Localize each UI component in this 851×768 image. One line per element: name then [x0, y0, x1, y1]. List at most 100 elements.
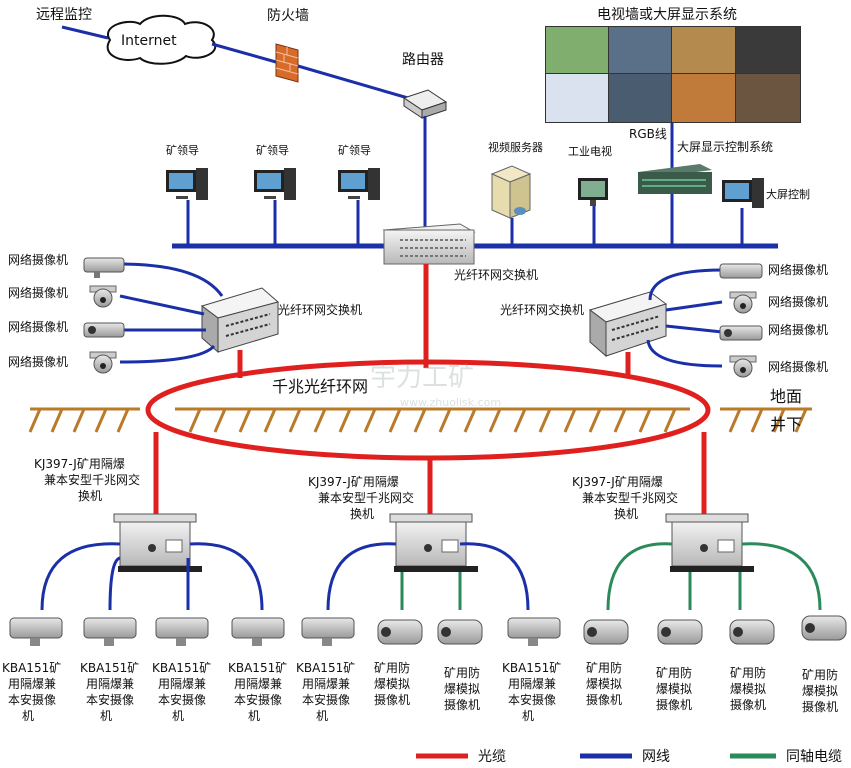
leader-label: 矿领导 — [256, 144, 289, 157]
svg-text:矿用防: 矿用防 — [444, 665, 480, 680]
net-cam-label: 网络摄像机 — [768, 322, 828, 337]
legend-item-fiber: 光缆 — [416, 749, 506, 765]
rgb-label: RGB线 — [629, 127, 667, 141]
net-cam-label: 网络摄像机 — [768, 262, 828, 277]
net-camera-icon — [719, 325, 763, 341]
svg-text:机: 机 — [22, 709, 34, 723]
legend-label: 网线 — [642, 749, 670, 765]
net-cam-label: 网络摄像机 — [8, 252, 68, 267]
svg-text:摄像机: 摄像机 — [730, 697, 766, 712]
leader-label: 矿领导 — [338, 144, 371, 157]
svg-text:机: 机 — [316, 709, 328, 723]
left-switch-label: 光纤环网交换机 — [278, 302, 362, 317]
analog-camera-icon — [377, 619, 423, 645]
svg-text:KBA151矿: KBA151矿 — [296, 661, 355, 675]
svg-text:用隔爆兼: 用隔爆兼 — [86, 677, 134, 691]
internet-firewall-link — [211, 42, 277, 64]
ug-switch-icon — [389, 513, 478, 572]
svg-text:KJ397-J矿用隔爆: KJ397-J矿用隔爆 — [572, 475, 663, 489]
screen-control-system-icon — [638, 164, 712, 194]
net-camera-icon — [83, 322, 125, 338]
svg-text:摄像机: 摄像机 — [444, 697, 480, 712]
svg-text:本安摄像: 本安摄像 — [234, 692, 282, 707]
right-cam-links — [646, 268, 723, 368]
ug2-coax-links — [400, 572, 462, 610]
right-switch-label: 光纤环网交换机 — [500, 302, 584, 317]
screen-control-label: 大屏控制 — [766, 187, 810, 201]
net-cam-label: 网络摄像机 — [8, 354, 68, 369]
kba-camera-icon — [301, 617, 355, 646]
legend: 光缆 网线 同轴电缆 — [416, 749, 842, 765]
svg-text:矿用防: 矿用防 — [586, 660, 622, 675]
svg-text:用隔爆兼: 用隔爆兼 — [8, 677, 56, 691]
svg-text:摄像机: 摄像机 — [656, 697, 692, 712]
ground-label: 地面 — [770, 387, 802, 406]
kba-camera-icon — [231, 617, 285, 646]
legend-item-coax: 同轴电缆 — [730, 749, 842, 765]
firewall-router-link — [297, 64, 409, 100]
legend-label: 光缆 — [478, 749, 506, 765]
industrial-tv-label: 工业电视 — [568, 144, 612, 158]
kba-camera-icon — [83, 617, 137, 646]
svg-text:矿用防: 矿用防 — [730, 665, 766, 680]
net-camera-icon — [83, 257, 125, 278]
net-cam-label: 网络摄像机 — [8, 319, 68, 334]
firewall-icon — [275, 43, 299, 83]
screen-control-pc-icon — [722, 178, 764, 208]
svg-text:兼本安型千兆网交: 兼本安型千兆网交 — [582, 490, 678, 505]
svg-text:摄像机: 摄像机 — [586, 692, 622, 707]
kba-camera-icon — [155, 617, 209, 646]
ug-switch-label-1: KJ397-J矿用隔爆 兼本安型千兆网交 换机 — [34, 457, 140, 503]
svg-text:本安摄像: 本安摄像 — [508, 692, 556, 707]
analog-camera-icon — [729, 619, 775, 645]
svg-text:兼本安型千兆网交: 兼本安型千兆网交 — [44, 472, 140, 487]
industrial-tv-icon — [578, 178, 608, 206]
dome-camera-icon — [89, 285, 117, 308]
svg-text:矿用防: 矿用防 — [802, 667, 838, 682]
remote-monitor-label: 远程监控 — [36, 7, 92, 23]
screen-control-system-label: 大屏显示控制系统 — [677, 140, 773, 154]
internet-label: Internet — [121, 33, 177, 49]
analog-camera-icon — [437, 619, 483, 645]
svg-text:KJ397-J矿用隔爆: KJ397-J矿用隔爆 — [34, 457, 125, 471]
net-cam-label: 网络摄像机 — [768, 359, 828, 374]
right-switch-icon — [588, 291, 668, 358]
svg-text:本安摄像: 本安摄像 — [302, 692, 350, 707]
ug1-cam-links — [40, 542, 264, 611]
ug-switch-icon — [113, 513, 202, 572]
tv-wall-image — [545, 26, 801, 123]
svg-text:兼本安型千兆网交: 兼本安型千兆网交 — [318, 490, 414, 505]
svg-text:机: 机 — [522, 709, 534, 723]
analog-camera-icon — [583, 619, 629, 645]
svg-text:矿用防: 矿用防 — [656, 665, 692, 680]
firewall-label: 防火墙 — [267, 8, 309, 24]
dome-camera-icon — [729, 291, 757, 314]
dome-camera-icon — [89, 351, 117, 374]
internet-cloud: Internet — [106, 14, 216, 65]
video-server-label: 视频服务器 — [488, 140, 543, 154]
leader-pc-3: 矿领导 — [338, 144, 380, 246]
leader-pc-1: 矿领导 — [166, 144, 208, 246]
tv-wall-label: 电视墙或大屏显示系统 — [597, 7, 737, 23]
watermark: 宇力工矿 — [370, 363, 474, 393]
main-switch-icon — [382, 223, 476, 265]
svg-text:爆模拟: 爆模拟 — [586, 677, 622, 691]
svg-text:用隔爆兼: 用隔爆兼 — [234, 677, 282, 691]
svg-text:KBA151矿: KBA151矿 — [228, 661, 287, 675]
svg-text:KBA151矿: KBA151矿 — [2, 661, 61, 675]
svg-text:KBA151矿: KBA151矿 — [80, 661, 139, 675]
svg-text:摄像机: 摄像机 — [802, 699, 838, 714]
svg-text:爆模拟: 爆模拟 — [374, 677, 410, 691]
svg-text:摄像机: 摄像机 — [374, 692, 410, 707]
svg-text:爆模拟: 爆模拟 — [444, 682, 480, 696]
